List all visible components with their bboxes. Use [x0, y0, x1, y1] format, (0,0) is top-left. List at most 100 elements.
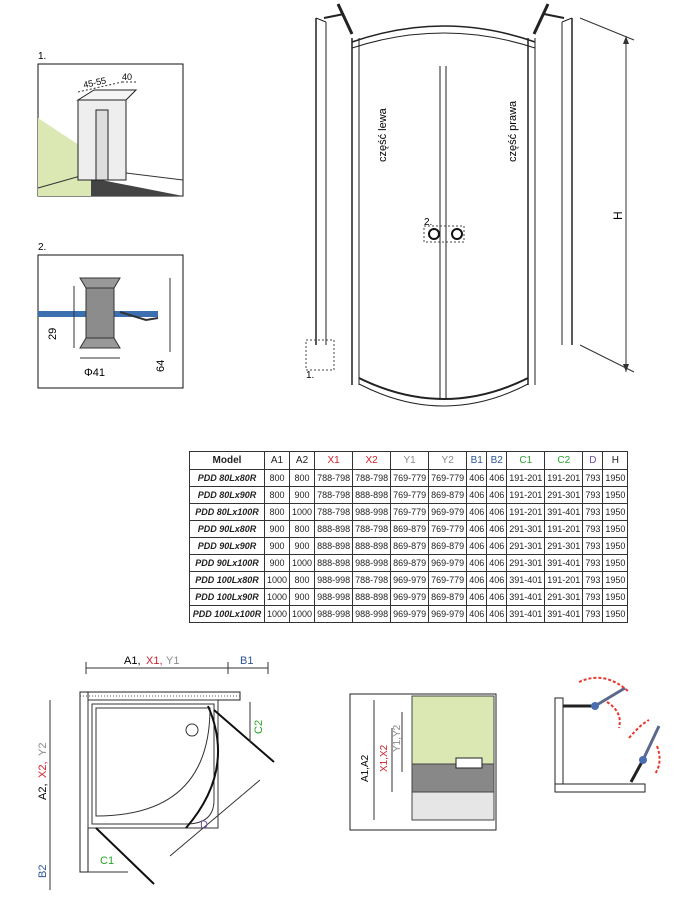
plan-dim-a1: A1, [124, 655, 141, 667]
table-cell: 406 [466, 486, 488, 504]
table-cell: 793 [582, 537, 604, 555]
table-cell-model: PDD 80Lx80R [189, 469, 265, 487]
column-header-b1: B1 [466, 451, 488, 470]
table-cell: 988-998 [352, 605, 392, 623]
table-cell: 1950 [602, 554, 629, 572]
detail-1: 1. 45-55 40 [36, 48, 186, 198]
plan-dim-x1: X1, [146, 655, 163, 667]
table-cell: 769-779 [390, 486, 430, 504]
table-cell: 969-979 [390, 588, 430, 606]
table-cell: 793 [582, 571, 604, 589]
column-header-x2: X2 [352, 451, 392, 470]
main-callout-1: 1. [306, 370, 314, 381]
table-cell: 800 [289, 469, 316, 487]
table-cell: 1950 [602, 605, 629, 623]
table-cell: 1000 [263, 571, 291, 589]
column-header-d: D [582, 451, 604, 470]
section-dim-a: A1,A2 [360, 754, 371, 782]
hinge-view [553, 672, 693, 802]
column-header-c2: C2 [544, 451, 584, 470]
table-cell: 391-401 [544, 503, 584, 521]
table-cell: 869-879 [390, 537, 430, 555]
table-cell: 788-798 [352, 520, 392, 538]
table-cell: 291-301 [544, 588, 584, 606]
table-cell-model: PDD 100Lx90R [189, 588, 265, 606]
table-cell: 769-779 [428, 520, 468, 538]
table-cell: 191-201 [544, 571, 584, 589]
table-cell: 900 [289, 588, 316, 606]
column-header-y1: Y1 [390, 451, 430, 470]
table-cell: 406 [486, 588, 508, 606]
column-header-a1: A1 [263, 451, 291, 470]
detail-2-number: 2. [38, 242, 46, 253]
table-cell-model: PDD 90Lx80R [189, 520, 265, 538]
table-cell: 988-998 [314, 571, 354, 589]
plan-dim-c2: C2 [253, 720, 265, 734]
table-cell: 800 [263, 469, 291, 487]
label-left-part: część lewa [377, 107, 389, 162]
column-header-x1: X1 [314, 451, 354, 470]
table-cell: 793 [582, 554, 604, 572]
section-dim-y: Y1,Y2 [392, 724, 403, 752]
table-cell: 900 [263, 554, 291, 572]
detail-1-number: 1. [38, 51, 46, 62]
plan-dim-x2: X2, [37, 761, 49, 778]
detail-2-dim-total: 64 [155, 360, 167, 372]
table-cell: 969-979 [390, 605, 430, 623]
table-cell: 769-779 [428, 571, 468, 589]
table-cell: 788-798 [352, 571, 392, 589]
table-cell: 900 [263, 520, 291, 538]
table-cell: 1950 [602, 571, 629, 589]
table-cell: 1950 [602, 503, 629, 521]
table-cell: 788-798 [314, 503, 354, 521]
main-callout-2: 2. [424, 217, 432, 228]
table-cell: 291-301 [544, 486, 584, 504]
column-header-h: H [602, 451, 629, 470]
table-cell: 988-998 [314, 605, 354, 623]
column-header-model: Model [189, 451, 265, 470]
table-cell: 1950 [602, 520, 629, 538]
table-cell: 406 [466, 520, 488, 538]
table-cell: 406 [466, 537, 488, 555]
detail-1-dim-b: 40 [122, 72, 132, 82]
table-cell: 888-898 [352, 588, 392, 606]
table-cell: 391-401 [506, 588, 546, 606]
table-cell: 888-898 [352, 486, 392, 504]
detail-2: 2. 29 Φ41 64 [36, 240, 186, 390]
table-cell: 191-201 [544, 520, 584, 538]
table-cell: 900 [289, 486, 316, 504]
table-cell: 191-201 [506, 469, 546, 487]
table-cell: 406 [466, 571, 488, 589]
table-cell: 291-301 [506, 554, 546, 572]
hinge-view-drawing [554, 676, 661, 793]
table-cell: 800 [263, 503, 291, 521]
plan-dim-c1: C1 [100, 855, 114, 867]
detail-1-drawing: 1. 45-55 40 [37, 51, 184, 197]
table-cell: 391-401 [506, 605, 546, 623]
table-cell: 406 [486, 520, 508, 538]
table-cell: 406 [486, 605, 508, 623]
column-header-a2: A2 [289, 451, 316, 470]
table-cell: 900 [263, 537, 291, 555]
table-cell: 969-979 [390, 571, 430, 589]
table-cell: 800 [263, 486, 291, 504]
table-cell: 793 [582, 486, 604, 504]
table-cell: 291-301 [544, 537, 584, 555]
table-cell: 391-401 [544, 605, 584, 623]
table-cell: 869-879 [390, 554, 430, 572]
section-view-drawing: A1,A2 X1,X2 Y1,Y2 [349, 693, 497, 831]
plan-view-drawing: A1, X1, Y1 B1 A2, X2, Y2 B2 C1 C2 D [37, 655, 275, 890]
table-cell: 793 [582, 469, 604, 487]
plan-dim-b1: B1 [240, 655, 253, 667]
table-cell: 988-998 [352, 503, 392, 521]
column-header-b2: B2 [486, 451, 508, 470]
plan-dim-y1: Y1 [166, 655, 179, 667]
table-cell: 888-898 [352, 537, 392, 555]
table-cell: 793 [582, 605, 604, 623]
table-cell: 191-201 [506, 486, 546, 504]
